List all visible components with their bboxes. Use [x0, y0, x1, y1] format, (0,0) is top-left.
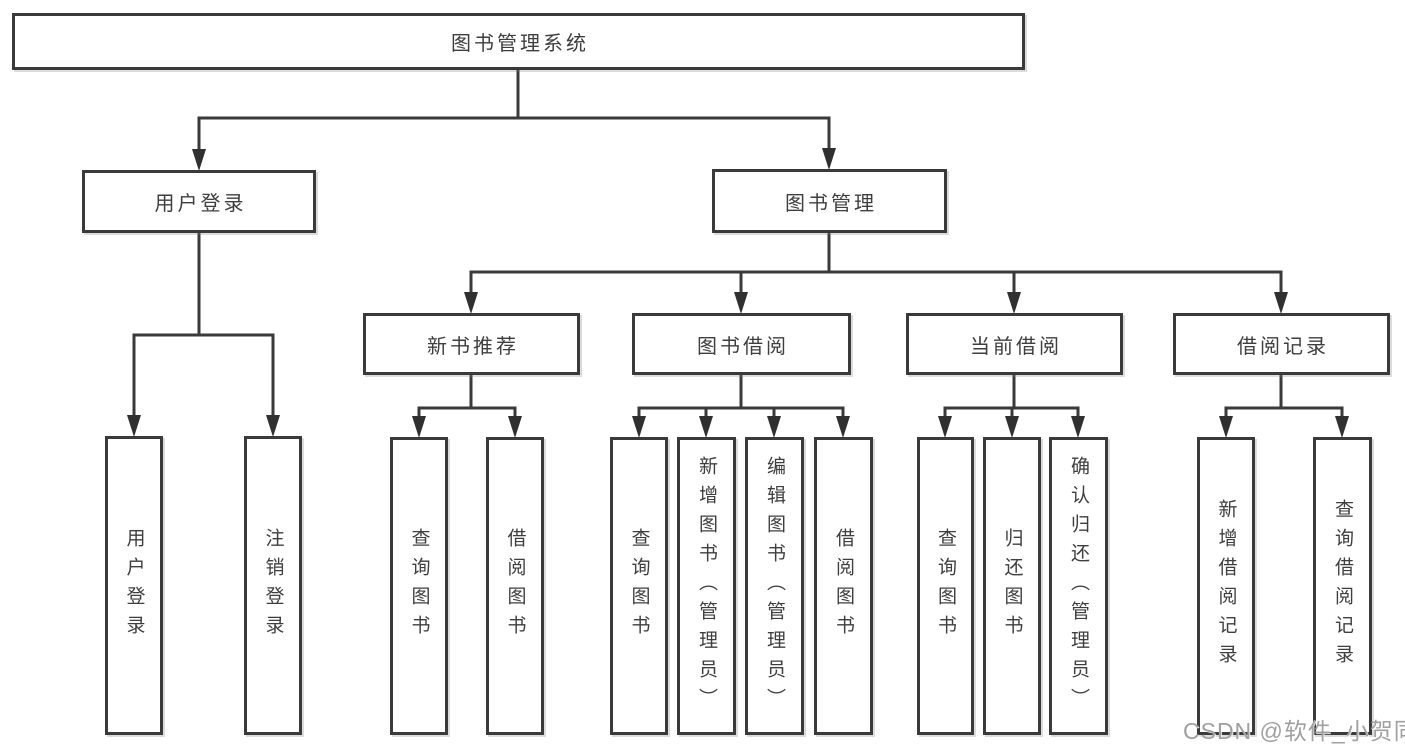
node-leaf-add-borrow-record: 新增借阅记录: [1197, 437, 1255, 735]
node-label: 当前借阅: [970, 335, 1062, 358]
node-leaf-user-login: 用户登录: [105, 436, 163, 735]
csdn-watermark: CSDN @软件_小贺同学: [1183, 718, 1405, 744]
node-leaf-borrow-book-1: 借阅图书: [486, 437, 544, 735]
node-leaf-query-book-1: 查询图书: [390, 437, 448, 735]
node-current-borrowing: 当前借阅: [906, 313, 1123, 375]
node-label: 注销登录: [262, 527, 284, 644]
node-label: 图书借阅: [697, 335, 789, 358]
node-book-borrowing: 图书借阅: [632, 313, 851, 375]
node-leaf-query-borrow-record: 查询借阅记录: [1313, 437, 1372, 735]
node-label: 查询图书: [408, 528, 430, 644]
node-leaf-query-book-3: 查询图书: [917, 437, 974, 735]
node-label: 用户登录: [154, 193, 247, 215]
node-label: 查询图书: [628, 528, 650, 644]
node-leaf-return-book: 归还图书: [983, 437, 1041, 735]
node-label: 图书管理: [785, 192, 877, 215]
node-leaf-confirm-return-admin: 确认归还（管理员）: [1049, 437, 1108, 735]
node-label: 查询借阅记录: [1332, 499, 1353, 673]
node-label: 确认归还（管理员）: [1068, 455, 1089, 717]
node-label: 借阅记录: [1237, 335, 1329, 358]
node-leaf-add-book-admin: 新增图书（管理员）: [677, 437, 736, 735]
node-label: 图书管理系统: [451, 33, 589, 55]
node-label: 编辑图书（管理员）: [764, 455, 785, 717]
node-borrowing-records: 借阅记录: [1173, 313, 1390, 375]
node-leaf-borrow-book-2: 借阅图书: [814, 437, 873, 735]
node-label: 借阅图书: [504, 528, 526, 644]
node-label: 用户登录: [123, 527, 145, 644]
node-label: 新增图书（管理员）: [696, 455, 717, 717]
node-root-system: 图书管理系统: [12, 13, 1025, 70]
node-leaf-query-book-2: 查询图书: [610, 437, 668, 735]
node-label: 新增借阅记录: [1215, 499, 1237, 673]
node-leaf-edit-book-admin: 编辑图书（管理员）: [745, 437, 804, 735]
node-label: 借阅图书: [833, 528, 854, 644]
node-label: 归还图书: [1001, 528, 1023, 644]
node-label: 查询图书: [935, 528, 956, 644]
node-book-management: 图书管理: [712, 169, 947, 233]
node-user-login-branch: 用户登录: [82, 170, 316, 233]
node-label: 新书推荐: [427, 335, 519, 358]
node-leaf-logout: 注销登录: [244, 436, 302, 735]
node-new-book-recommend: 新书推荐: [363, 313, 580, 375]
